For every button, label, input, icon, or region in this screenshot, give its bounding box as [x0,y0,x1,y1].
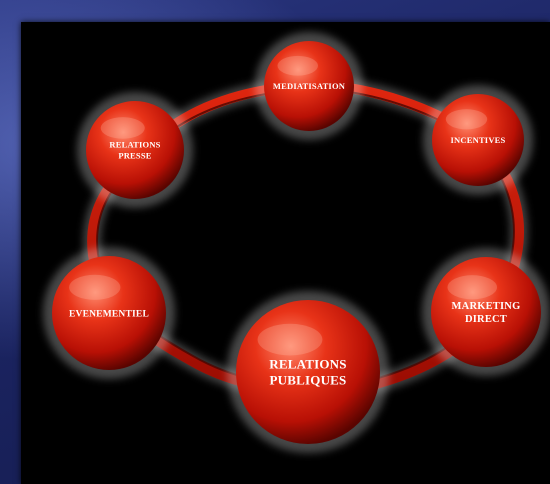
sphere-highlight [100,117,145,139]
sphere-highlight [257,323,323,356]
node-label-relations-publiques-line-1: RELATIONS [269,356,346,371]
node-label-relations-presse-line-2: PRESSE [118,150,151,160]
node-evenementiel: EVENEMENTIEL [43,247,175,379]
node-label-incentives-line-1: INCENTIVES [451,135,506,145]
sphere [432,94,524,186]
sphere-highlight [447,275,497,300]
sphere [236,300,380,444]
node-incentives: INCENTIVES [423,85,533,195]
node-label-evenementiel-line-1: EVENEMENTIEL [69,309,149,319]
sphere [264,41,354,131]
sphere-highlight [277,55,318,76]
node-mediatisation: MEDIATISATION [255,32,363,140]
sphere [431,257,541,367]
node-label-relations-presse-line-1: RELATIONS [109,140,160,150]
sphere [52,256,166,370]
sphere [86,101,184,199]
sphere-highlight [69,274,121,300]
node-label-marketing-direct-line-1: MARKETING [452,301,521,312]
node-marketing-direct: MARKETING DIRECT [422,248,550,376]
node-label-mediatisation-line-1: MEDIATISATION [273,81,346,91]
node-label-marketing-direct-line-2: DIRECT [465,314,507,325]
sphere-highlight [445,109,488,130]
node-relations-publiques: RELATIONS PUBLIQUES [227,291,389,453]
node-label-relations-publiques-line-2: PUBLIQUES [270,373,347,388]
